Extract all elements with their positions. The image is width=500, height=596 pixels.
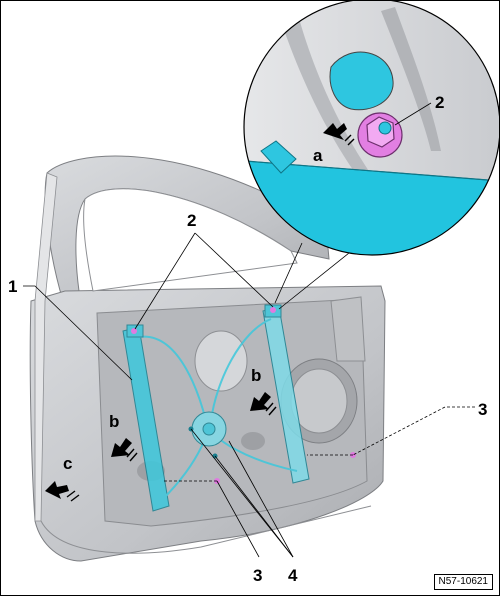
label-part-2: 2 [187, 211, 196, 230]
arrow-b-left-icon [111, 438, 138, 462]
detail-magnifier [243, 1, 499, 310]
leader-lines [23, 102, 475, 558]
label-arrow-b-left: b [109, 412, 119, 431]
label-arrow-a: a [313, 146, 323, 165]
label-part-3-right: 3 [478, 400, 487, 419]
mounting-bolts [131, 307, 356, 484]
arrow-b-center-icon [250, 392, 277, 416]
label-part-1: 1 [8, 277, 17, 296]
label-part-4: 4 [288, 566, 298, 585]
label-arrow-b-center: b [251, 366, 261, 385]
arrow-c-icon [45, 481, 80, 502]
label-part-3-bottom: 3 [253, 566, 262, 585]
arrow-a-icon [323, 123, 355, 146]
label-arrow-c: c [63, 454, 72, 473]
figure-reference: N57-10621 [433, 574, 493, 590]
label-part-2-detail: 2 [435, 93, 444, 112]
